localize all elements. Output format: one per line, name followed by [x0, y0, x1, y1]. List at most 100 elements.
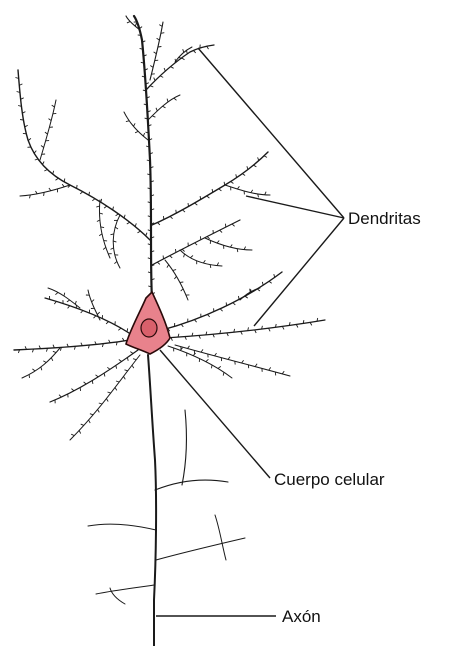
spine — [220, 230, 223, 232]
spine — [126, 121, 129, 122]
spine — [49, 188, 51, 191]
spine — [215, 353, 217, 356]
spine — [56, 178, 59, 180]
spine — [54, 301, 56, 304]
spine — [127, 22, 130, 23]
spine — [257, 289, 260, 291]
spine — [170, 256, 173, 258]
spine — [124, 376, 126, 379]
spine — [163, 106, 166, 108]
spine — [237, 186, 239, 189]
spine — [167, 99, 168, 102]
spine — [44, 193, 45, 196]
spine — [132, 365, 134, 368]
spine — [274, 274, 275, 277]
spine — [154, 52, 157, 54]
spine — [181, 324, 183, 327]
spine — [106, 399, 108, 402]
spine — [62, 184, 64, 187]
spine — [138, 35, 141, 36]
spine — [206, 359, 209, 361]
spine — [171, 67, 174, 69]
spine — [200, 196, 201, 199]
spine — [158, 223, 160, 225]
spine — [182, 249, 185, 251]
spine — [218, 366, 221, 368]
spine — [184, 254, 185, 257]
spine — [207, 237, 210, 239]
spine — [35, 159, 38, 160]
spine — [251, 289, 252, 292]
spine — [134, 123, 136, 126]
spine — [92, 199, 95, 201]
spine — [127, 358, 128, 361]
spine — [41, 146, 44, 148]
spine — [150, 66, 153, 68]
spine — [195, 243, 198, 245]
spine — [103, 247, 106, 249]
spine — [89, 192, 90, 195]
spine — [251, 190, 253, 193]
spine — [183, 49, 184, 52]
spine — [28, 138, 31, 140]
spine — [43, 361, 46, 363]
spine — [59, 395, 61, 397]
spine — [174, 98, 177, 100]
spine — [187, 51, 188, 54]
spine — [49, 119, 52, 121]
spine — [242, 360, 244, 363]
spine — [92, 381, 93, 384]
spine — [255, 364, 257, 367]
spine — [150, 86, 153, 87]
spine — [207, 314, 209, 317]
spine — [193, 50, 195, 53]
spine — [161, 33, 164, 34]
spine — [81, 311, 83, 314]
spine — [157, 38, 160, 40]
spine — [224, 182, 225, 185]
spine — [239, 296, 240, 299]
spine — [80, 388, 81, 391]
spine — [220, 309, 222, 311]
spine — [53, 171, 54, 174]
spine — [138, 231, 141, 233]
spine — [90, 414, 93, 415]
spine — [176, 210, 177, 213]
spine — [43, 162, 45, 165]
label-dendrites: Dendritas — [348, 209, 421, 228]
spine — [210, 265, 211, 268]
spine — [253, 165, 256, 167]
spine — [92, 300, 95, 302]
axon — [88, 355, 245, 646]
spine — [143, 133, 144, 136]
spine — [174, 276, 176, 279]
basal-right-dendrite — [162, 272, 325, 378]
spine — [135, 23, 136, 26]
spine — [250, 289, 251, 292]
spine — [231, 182, 234, 184]
spine — [237, 249, 238, 252]
spine — [181, 289, 183, 291]
spine — [203, 260, 205, 263]
spine — [135, 131, 138, 132]
spine — [124, 215, 125, 218]
upper-left-dendrite — [18, 70, 150, 268]
spine — [127, 222, 130, 224]
spine — [201, 349, 203, 352]
spine — [99, 234, 102, 236]
spine — [212, 365, 213, 368]
spine — [269, 281, 272, 283]
spine — [41, 367, 42, 370]
spine — [217, 241, 219, 244]
spine — [116, 381, 119, 382]
spine — [104, 373, 105, 376]
spine — [119, 360, 122, 362]
spine — [182, 210, 185, 212]
spine — [67, 300, 70, 302]
spine — [80, 192, 83, 194]
spine — [233, 303, 236, 305]
spine — [173, 270, 176, 271]
spine — [190, 256, 193, 258]
spine — [228, 357, 230, 360]
